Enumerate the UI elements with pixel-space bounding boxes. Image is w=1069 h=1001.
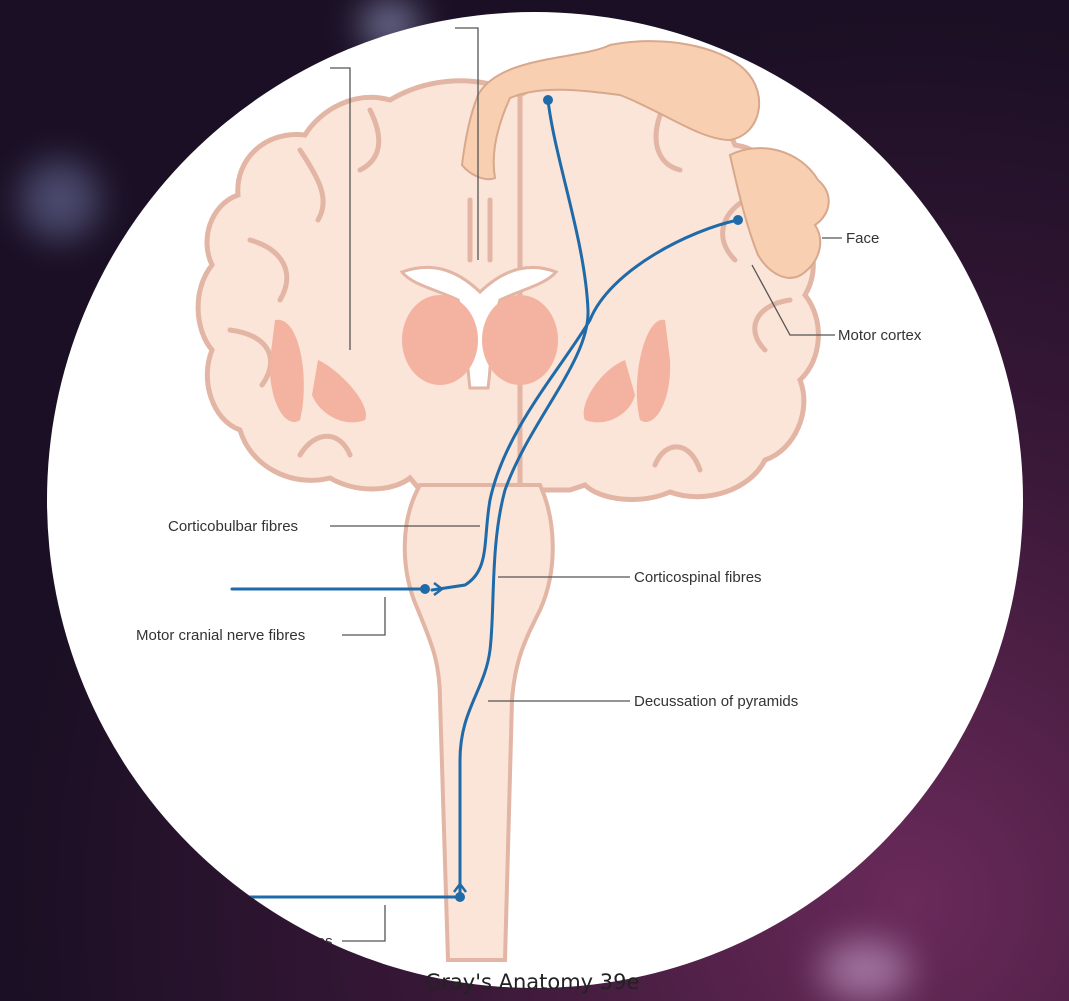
- label-motor-cranial: Motor cranial nerve fibres: [136, 627, 305, 644]
- thalamus-left: [402, 295, 478, 385]
- neuron-soma: [733, 215, 743, 225]
- label-motor-cortex: Motor cortex: [838, 327, 922, 344]
- neuron-soma: [420, 584, 430, 594]
- neuron-soma: [543, 95, 553, 105]
- neuron-soma: [455, 892, 465, 902]
- source-caption: Gray's Anatomy 39e: [425, 970, 639, 994]
- label-corticospinal: Corticospinal fibres: [634, 569, 762, 586]
- label-corticobulbar: Corticobulbar fibres: [168, 518, 298, 535]
- label-decussation: Decussation of pyramids: [634, 693, 798, 710]
- label-face: Face: [846, 230, 879, 247]
- label-fibres: fibres: [296, 933, 333, 950]
- thalamus-right: [482, 295, 558, 385]
